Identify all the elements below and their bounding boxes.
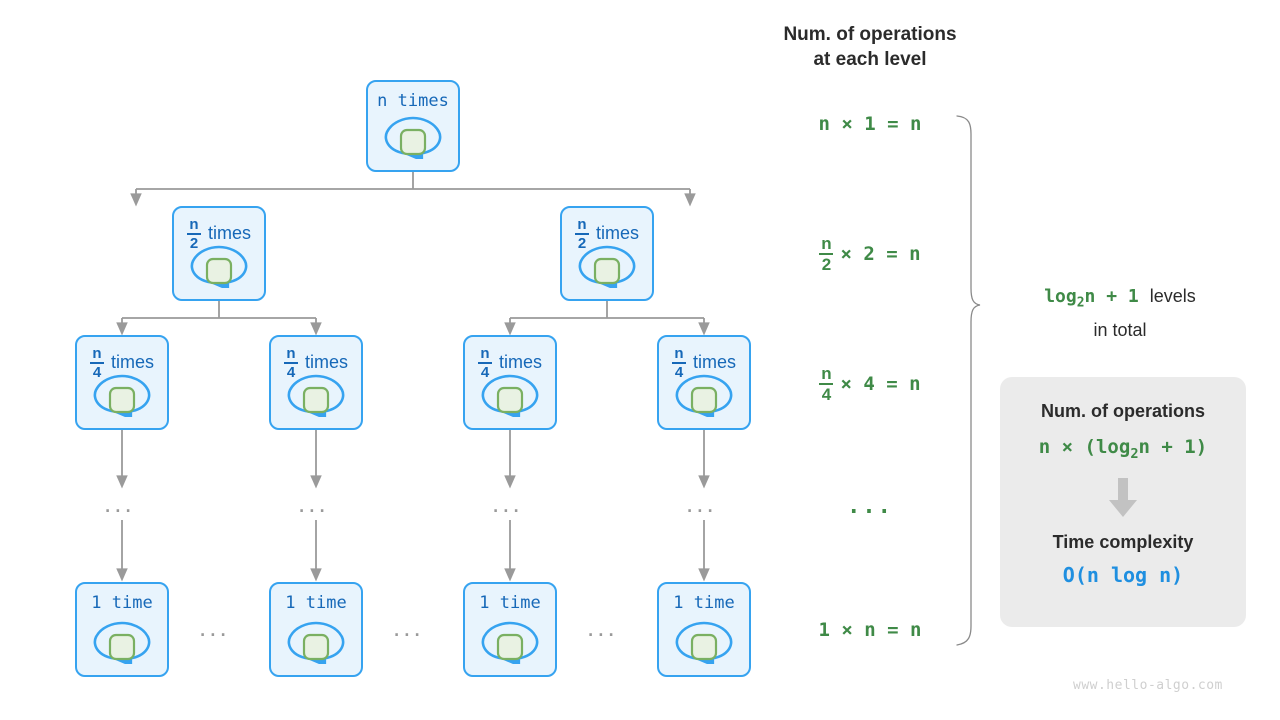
operations-ellipsis: ...: [847, 494, 893, 519]
operations-level1: n × 1 = n: [818, 113, 922, 135]
tree-node-level2-1[interactable]: n 2 times: [560, 206, 654, 301]
tree-node-last-0[interactable]: 1 time: [75, 582, 169, 677]
node-label: 1 time: [285, 593, 347, 613]
operations-last-level: 1 × n = n: [818, 619, 922, 641]
node-label: n times: [377, 91, 449, 111]
self-loop-icon: [377, 113, 449, 164]
self-loop-icon: [571, 242, 643, 293]
fraction-bar: [671, 362, 686, 364]
fraction: n 2: [819, 233, 834, 275]
horizontal-ellipsis-1: ...: [393, 612, 424, 642]
node-label: n 4 times: [77, 345, 167, 380]
fraction: n 4: [671, 346, 686, 380]
vertical-ellipsis-3: ...: [686, 488, 717, 518]
fraction: n 4: [819, 363, 834, 405]
self-loop-icon: [668, 371, 740, 422]
node-label: n 4 times: [465, 345, 555, 380]
summary-operations-heading: Num. of operations: [1040, 401, 1205, 421]
summary-box: Num. of operations n × (log2n + 1) Time …: [1000, 377, 1246, 627]
levels-in-total-note: log2n + 1 levels in total: [1000, 283, 1240, 343]
tree-node-level3-0[interactable]: n 4 times: [75, 335, 169, 430]
node-label: n 4 times: [659, 345, 749, 380]
node-label: n 4 times: [271, 345, 361, 380]
node-label-text: times: [110, 352, 154, 372]
down-arrow-icon: [1016, 476, 1230, 520]
levels-word: levels: [1149, 286, 1196, 306]
operations-level3: n 4 × 4 = n: [760, 363, 980, 405]
fraction-bar: [283, 362, 298, 364]
node-label: 1 time: [91, 593, 153, 613]
self-loop-icon: [280, 371, 352, 422]
fraction-bar: [186, 233, 201, 235]
watermark: www.hello-algo.com: [1073, 678, 1223, 693]
operations-expression: × 4 = n: [840, 373, 921, 395]
node-label: n 2 times: [562, 216, 652, 251]
fraction: n 4: [89, 346, 104, 380]
fraction: n 4: [283, 346, 298, 380]
tree-node-level2-0[interactable]: n 2 times: [172, 206, 266, 301]
fraction: n 2: [186, 217, 201, 251]
horizontal-ellipsis-0: ...: [199, 612, 230, 642]
fraction: n 4: [477, 346, 492, 380]
summary-complexity-heading: Time complexity: [1052, 531, 1194, 552]
log-formula: log2n + 1: [1044, 286, 1139, 311]
tree-node-last-1[interactable]: 1 time: [269, 582, 363, 677]
node-label-text: times: [498, 352, 542, 372]
tree-node-level1-0[interactable]: n times: [366, 80, 460, 172]
node-label: n 2 times: [174, 216, 264, 251]
self-loop-icon: [86, 371, 158, 422]
tree-node-level3-1[interactable]: n 4 times: [269, 335, 363, 430]
summary-complexity-value: O(n log n): [1062, 562, 1184, 587]
vertical-ellipsis-1: ...: [298, 488, 329, 518]
operations-level2: n 2 × 2 = n: [760, 233, 980, 275]
self-loop-icon: [183, 242, 255, 293]
node-label-text: times: [207, 223, 251, 243]
fraction-bar: [819, 252, 834, 256]
self-loop-icon: [86, 618, 158, 669]
horizontal-ellipsis-2: ...: [587, 612, 618, 642]
fraction-bar: [89, 362, 104, 364]
node-label-text: times: [304, 352, 348, 372]
self-loop-icon: [280, 618, 352, 669]
vertical-ellipsis-0: ...: [104, 488, 135, 518]
tree-node-last-2[interactable]: 1 time: [463, 582, 557, 677]
node-label: 1 time: [479, 593, 541, 613]
summary-operations-formula: n × (log2n + 1): [1038, 436, 1208, 462]
node-label: 1 time: [673, 593, 735, 613]
vertical-ellipsis-2: ...: [492, 488, 523, 518]
node-label-text: times: [595, 223, 639, 243]
levels-note-line1: log2n + 1 levels: [1000, 283, 1240, 317]
tree-node-level3-2[interactable]: n 4 times: [463, 335, 557, 430]
fraction-bar: [477, 362, 492, 364]
operations-column-title: Num. of operations at each level: [783, 24, 957, 70]
tree-node-last-3[interactable]: 1 time: [657, 582, 751, 677]
fraction-bar: [819, 382, 834, 386]
fraction: n 2: [574, 217, 589, 251]
fraction-bar: [574, 233, 589, 235]
self-loop-icon: [474, 371, 546, 422]
tree-node-level3-3[interactable]: n 4 times: [657, 335, 751, 430]
operations-expression: × 2 = n: [840, 243, 921, 265]
levels-note-line2: in total: [1093, 319, 1147, 340]
self-loop-icon: [668, 618, 740, 669]
self-loop-icon: [474, 618, 546, 669]
node-label-text: times: [692, 352, 736, 372]
